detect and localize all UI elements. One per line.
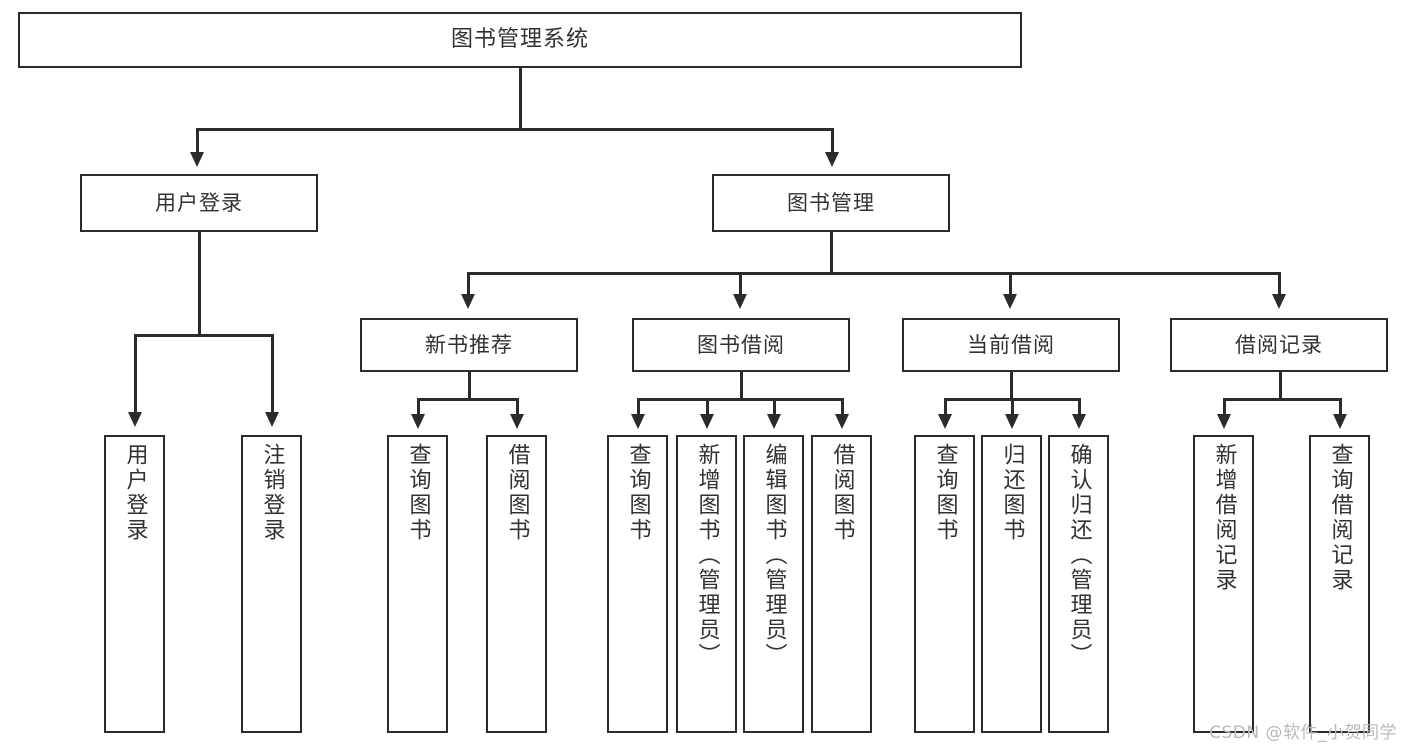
node-label: 新书推荐 xyxy=(425,332,513,357)
node-label: 确认归还（管理员） xyxy=(1066,443,1092,668)
csdn-watermark: CSDN @软件_小贺同学 xyxy=(1209,723,1397,743)
connector-to-new-book xyxy=(467,272,470,298)
connector-borrow-book-leaf3 xyxy=(773,398,776,418)
arrowhead-borrow-book-leaf4 xyxy=(835,414,849,429)
leaf-new-book-query[interactable]: 查询图书 xyxy=(387,435,448,733)
node-label: 查询图书 xyxy=(932,443,958,543)
leaf-borrow-add-book[interactable]: 新增图书（管理员） xyxy=(676,435,737,733)
connector-new-book-stem xyxy=(468,372,471,400)
node-label: 当前借阅 xyxy=(967,332,1055,357)
connector-borrow-book-leaf2 xyxy=(706,398,709,418)
node-label: 图书管理 xyxy=(787,190,875,215)
leaf-current-confirm-return[interactable]: 确认归还（管理员） xyxy=(1048,435,1109,733)
arrowhead-borrow-book xyxy=(733,294,747,309)
arrowhead-current-borrow-leaf1 xyxy=(938,414,952,429)
node-label: 借阅图书 xyxy=(829,443,855,543)
leaf-current-query-book[interactable]: 查询图书 xyxy=(914,435,975,733)
leaf-current-return-book[interactable]: 归还图书 xyxy=(981,435,1042,733)
node-label: 查询借阅记录 xyxy=(1327,443,1353,593)
leaf-record-add[interactable]: 新增借阅记录 xyxy=(1193,435,1254,733)
node-label: 借阅记录 xyxy=(1235,332,1323,357)
connector-new-book-leaf1 xyxy=(417,398,420,418)
leaf-borrow-query-book[interactable]: 查询图书 xyxy=(607,435,668,733)
node-label: 查询图书 xyxy=(405,443,431,543)
arrowhead-borrow-book-leaf2 xyxy=(700,414,714,429)
connector-to-user-login xyxy=(196,128,199,156)
node-current-borrow[interactable]: 当前借阅 xyxy=(902,318,1120,372)
connector-borrow-book-bar xyxy=(637,398,844,401)
connector-borrow-book-stem xyxy=(740,372,743,400)
connector-user-login-leaf2 xyxy=(271,334,274,416)
node-new-book-recommend[interactable]: 新书推荐 xyxy=(360,318,578,372)
connector-borrow-record-leaf1 xyxy=(1223,398,1226,418)
leaf-new-book-borrow[interactable]: 借阅图书 xyxy=(486,435,547,733)
arrowhead-current-borrow-leaf3 xyxy=(1072,414,1086,429)
arrowhead-borrow-record xyxy=(1272,294,1286,309)
node-borrow-record[interactable]: 借阅记录 xyxy=(1170,318,1388,372)
connector-user-login-stem xyxy=(198,232,201,336)
leaf-user-login[interactable]: 用户登录 xyxy=(104,435,165,733)
node-user-login[interactable]: 用户登录 xyxy=(80,174,318,232)
connector-new-book-bar xyxy=(417,398,519,401)
leaf-record-query[interactable]: 查询借阅记录 xyxy=(1309,435,1370,733)
connector-borrow-record-leaf2 xyxy=(1339,398,1342,418)
node-label: 新增图书（管理员） xyxy=(694,443,720,668)
connector-to-book-manage xyxy=(831,128,834,156)
connector-borrow-record-bar xyxy=(1223,398,1341,401)
arrowhead-current-borrow-leaf2 xyxy=(1005,414,1019,429)
node-book-management[interactable]: 图书管理 xyxy=(712,174,950,232)
node-label: 用户登录 xyxy=(122,443,148,543)
arrowhead-new-book-leaf2 xyxy=(510,414,524,429)
node-book-borrow[interactable]: 图书借阅 xyxy=(632,318,850,372)
connector-book-manage-stem xyxy=(830,232,833,274)
connector-root-stem xyxy=(519,68,522,130)
connector-borrow-book-leaf4 xyxy=(841,398,844,418)
arrowhead-user-login-leaf2 xyxy=(265,412,279,427)
leaf-borrow-edit-book[interactable]: 编辑图书（管理员） xyxy=(743,435,804,733)
arrowhead-user-login xyxy=(190,152,204,167)
connector-user-login-leaf1 xyxy=(134,334,137,416)
connector-to-borrow-record xyxy=(1278,272,1281,298)
node-label: 用户登录 xyxy=(155,190,243,215)
connector-user-login-bar xyxy=(134,334,273,337)
arrowhead-borrow-book-leaf3 xyxy=(767,414,781,429)
arrowhead-borrow-record-leaf2 xyxy=(1333,414,1347,429)
arrowhead-book-manage xyxy=(825,152,839,167)
connector-level3-bar xyxy=(467,272,1280,275)
connector-new-book-leaf2 xyxy=(516,398,519,418)
arrowhead-user-login-leaf1 xyxy=(128,412,142,427)
node-label: 归还图书 xyxy=(999,443,1025,543)
arrowhead-borrow-record-leaf1 xyxy=(1217,414,1231,429)
connector-to-current-borrow xyxy=(1009,272,1012,298)
node-label: 查询图书 xyxy=(625,443,651,543)
node-label: 编辑图书（管理员） xyxy=(761,443,787,668)
connector-borrow-record-stem xyxy=(1279,372,1282,400)
connector-current-borrow-stem xyxy=(1010,372,1013,400)
connector-current-borrow-leaf2 xyxy=(1011,398,1014,418)
node-label: 借阅图书 xyxy=(504,443,530,543)
leaf-user-logout[interactable]: 注销登录 xyxy=(241,435,302,733)
arrowhead-new-book xyxy=(461,294,475,309)
connector-current-borrow-leaf1 xyxy=(944,398,947,418)
connector-borrow-book-leaf1 xyxy=(637,398,640,418)
node-root-system[interactable]: 图书管理系统 xyxy=(18,12,1022,68)
connector-current-borrow-leaf3 xyxy=(1078,398,1081,418)
connector-root-bar xyxy=(196,128,833,131)
arrowhead-current-borrow xyxy=(1003,294,1017,309)
connector-to-borrow-book xyxy=(739,272,742,298)
node-label: 新增借阅记录 xyxy=(1211,443,1237,593)
node-label: 图书管理系统 xyxy=(450,27,589,53)
leaf-borrow-borrow-book[interactable]: 借阅图书 xyxy=(811,435,872,733)
node-label: 注销登录 xyxy=(259,443,285,543)
arrowhead-borrow-book-leaf1 xyxy=(631,414,645,429)
node-label: 图书借阅 xyxy=(697,332,785,357)
arrowhead-new-book-leaf1 xyxy=(411,414,425,429)
